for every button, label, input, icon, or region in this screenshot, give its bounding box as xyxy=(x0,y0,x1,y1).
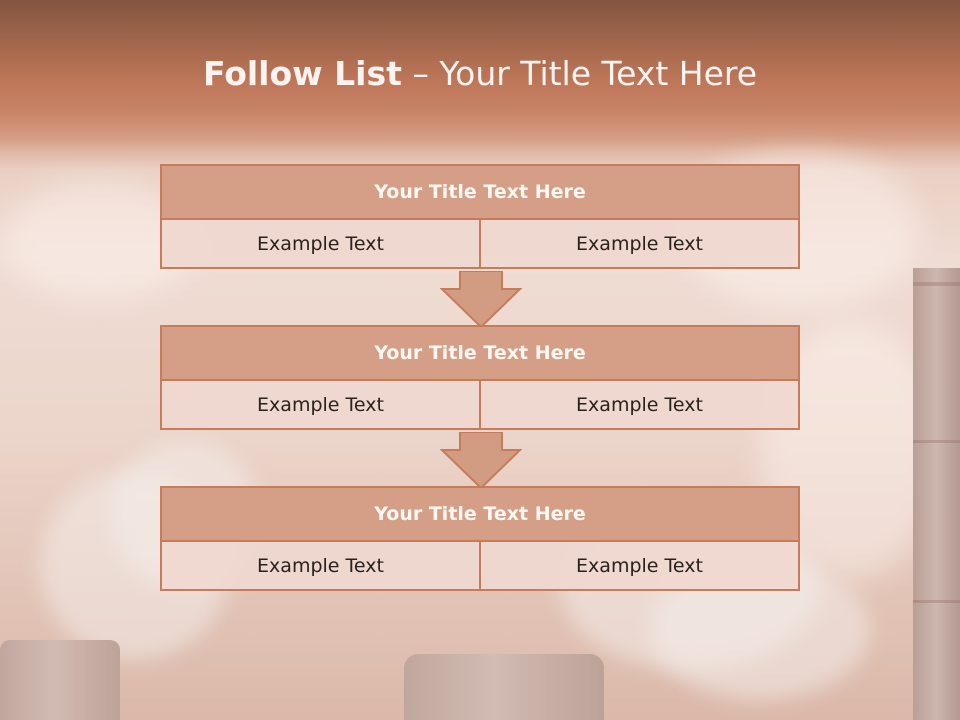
step-row: Example Text Example Text xyxy=(160,220,800,269)
chimney-band xyxy=(913,600,960,603)
step-block-3: Your Title Text Here Example Text Exampl… xyxy=(160,486,800,591)
chimney xyxy=(913,268,960,720)
slide-title-bold: Follow List xyxy=(202,54,402,93)
chimney-band xyxy=(913,440,960,443)
slide-title-rest: – Your Title Text Here xyxy=(401,54,758,93)
chimney-band xyxy=(913,282,960,286)
step-row: Example Text Example Text xyxy=(160,542,800,591)
cooling-tower xyxy=(404,654,604,720)
step-row: Example Text Example Text xyxy=(160,381,800,430)
step-block-2: Your Title Text Here Example Text Exampl… xyxy=(160,325,800,430)
step-title: Your Title Text Here xyxy=(160,164,800,220)
step-cell-right: Example Text xyxy=(479,220,798,267)
step-cell-left: Example Text xyxy=(257,393,384,416)
step-block-1: Your Title Text Here Example Text Exampl… xyxy=(160,164,800,269)
step-cell-left: Example Text xyxy=(257,232,384,255)
down-arrow-icon xyxy=(440,271,522,329)
cooling-tower xyxy=(0,640,120,720)
down-arrow-icon xyxy=(440,432,522,490)
step-title: Your Title Text Here xyxy=(160,325,800,381)
step-cell-right: Example Text xyxy=(479,542,798,589)
step-title: Your Title Text Here xyxy=(160,486,800,542)
step-cell-right: Example Text xyxy=(479,381,798,428)
step-cell-left: Example Text xyxy=(257,554,384,577)
slide-title: Follow List – Your Title Text Here xyxy=(0,54,960,93)
header-band xyxy=(0,0,960,150)
